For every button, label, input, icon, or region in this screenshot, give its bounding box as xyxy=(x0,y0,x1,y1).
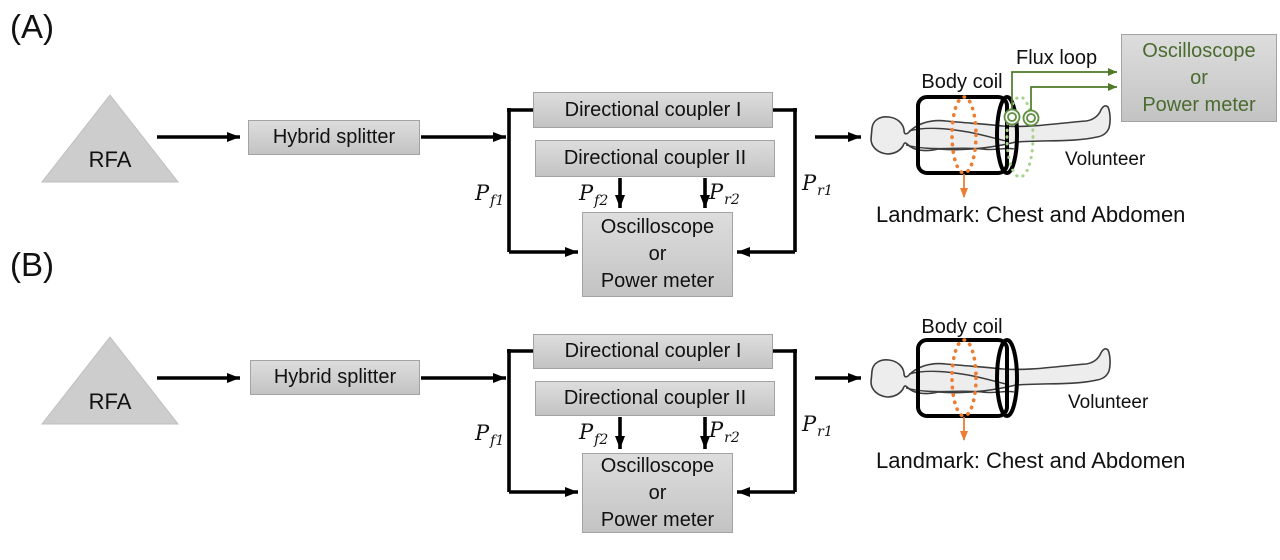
flux-loop-meter-box: Oscilloscope or Power meter xyxy=(1121,34,1277,122)
landmark-label: Landmark: Chest and Abdomen xyxy=(876,202,1186,227)
meter-line-1: Oscilloscope xyxy=(600,454,715,477)
body-coil-label: Body coil xyxy=(921,316,1003,338)
oscilloscope-power-meter-box: Oscilloscope or Power meter xyxy=(582,453,733,533)
p-r1-label: Pr1 xyxy=(802,412,833,440)
meter-line-3: Power meter xyxy=(600,508,715,531)
rfa-label: RFA xyxy=(88,389,132,414)
meter-line-2: or xyxy=(648,243,667,265)
p-f2-label: Pf2 xyxy=(579,181,609,209)
meter-line-3: Power meter xyxy=(600,270,715,292)
oscilloscope-power-meter-box: Oscilloscope or Power meter xyxy=(582,212,733,297)
rfa-triangle xyxy=(40,336,180,425)
p-r2-label: Pr2 xyxy=(709,180,740,208)
flux-meter-line-1: Oscilloscope xyxy=(1142,39,1256,62)
flux-wire-1 xyxy=(1011,68,1117,109)
flux-meter-line-3: Power meter xyxy=(1142,93,1256,116)
p-f2-label: Pf2 xyxy=(579,420,609,448)
flux-loop-label: Flux loop xyxy=(1016,47,1098,69)
scene-panel-b xyxy=(871,340,1110,440)
flux-wire-2 xyxy=(1030,83,1117,110)
directional-coupler-2-box: Directional coupler II xyxy=(535,140,775,177)
directional-coupler-2-box: Directional coupler II xyxy=(535,381,775,416)
flux-meter-line-2: or xyxy=(1190,66,1208,89)
body-coil-label: Body coil xyxy=(921,71,1003,93)
volunteer-label: Volunteer xyxy=(1065,149,1146,170)
panel-a-label: (A) xyxy=(10,8,54,45)
directional-coupler-1-box: Directional coupler I xyxy=(533,92,773,128)
directional-coupler-1-box: Directional coupler I xyxy=(533,334,773,369)
hybrid-splitter-box: Hybrid splitter xyxy=(250,360,420,395)
meter-line-1: Oscilloscope xyxy=(600,216,715,238)
flux-loop-coil-1 xyxy=(1003,108,1021,126)
p-f1-label: Pf1 xyxy=(475,181,505,209)
hybrid-splitter-box: Hybrid splitter xyxy=(248,120,420,155)
meter-line-2: or xyxy=(648,481,667,504)
rfa-triangle xyxy=(40,94,180,183)
flux-loop-coil-1-inner xyxy=(1007,112,1017,122)
p-r2-label: Pr2 xyxy=(709,418,740,446)
scene-panel-a xyxy=(871,97,1110,197)
p-f1-label: Pf1 xyxy=(475,421,505,449)
landmark-label: Landmark: Chest and Abdomen xyxy=(876,448,1186,473)
panel-b-label: (B) xyxy=(10,246,54,283)
flux-loop-coil-2-inner xyxy=(1026,113,1036,123)
rfa-label: RFA xyxy=(88,147,132,172)
flux-loop-coil-2 xyxy=(1022,109,1040,127)
p-r1-label: Pr1 xyxy=(802,171,833,199)
flux-loop-ellipse xyxy=(1005,95,1035,179)
volunteer-label: Volunteer xyxy=(1068,392,1149,413)
